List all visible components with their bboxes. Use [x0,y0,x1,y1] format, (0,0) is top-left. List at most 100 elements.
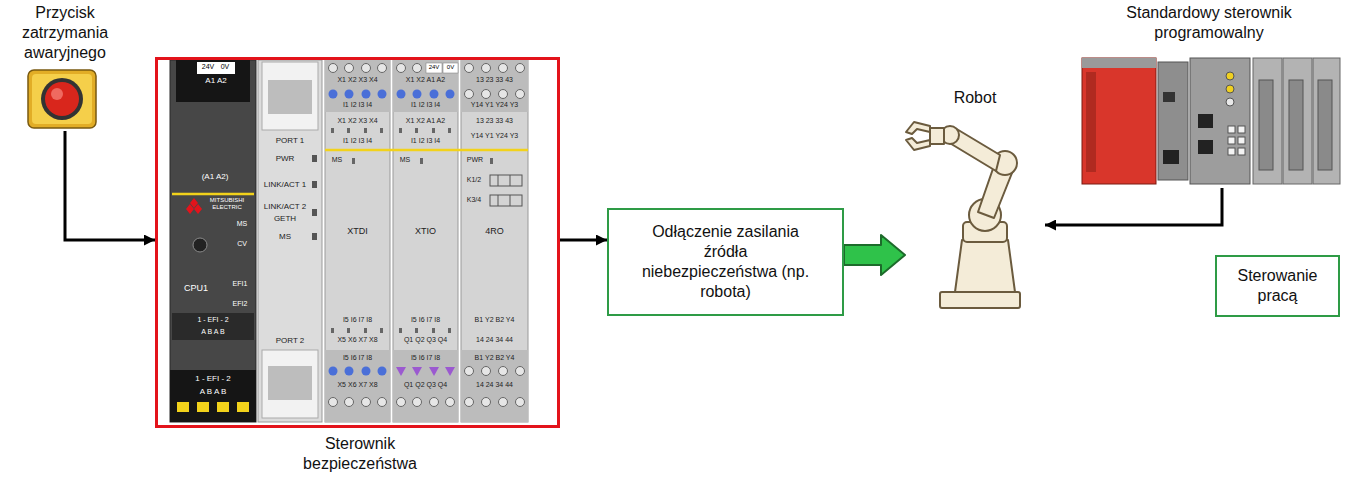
io-module-xtio-part [415,128,418,133]
io-module-xtio-part [399,328,402,333]
cpu-module [170,60,256,422]
device-label: I1 I2 I3 I4 [393,101,458,109]
device-label: PORT 1 [260,136,320,145]
io-module-xtio-part [432,128,435,133]
io-module-xtdi-part [362,367,371,376]
io-module-xtio-part [448,128,451,133]
emergency-stop-icon-part [45,82,79,116]
cpu-module-part [176,60,250,102]
connector-arrow [65,131,155,240]
io-module-xtio-part [446,398,455,407]
device-label: CV [230,240,254,248]
device-label: A1 A2 [196,76,236,85]
device-label: Y14 Y1 Y24 Y3 [461,132,528,140]
device-label: 14 24 34 44 [461,336,528,344]
plc-illustration-part [1158,62,1188,180]
io-module-xtdi-part [345,367,354,376]
device-label: LINK/ACT 1 [260,180,310,189]
device-label: 1 - EFI - 2 [174,374,252,383]
device-label: X5 X6 X7 X8 [325,381,390,389]
device-label: 0V [217,63,233,71]
io-module-xtdi-part [331,128,334,133]
device-label: MS [395,156,415,164]
io-module-xtio-part [397,398,406,407]
relay-module-4ro-part [461,350,528,422]
device-label: B1 Y2 B2 Y4 [461,354,528,362]
relay-module-4ro-part [516,64,525,73]
gateway-module-part [312,233,317,240]
io-module-xtio-part [393,60,458,422]
device-label: 24V [426,64,442,71]
relay-module-4ro-part [499,398,508,407]
io-module-xtdi-part [364,128,367,133]
device-label: CPU1 [174,283,218,293]
node-text: Sterowanie pracą [1231,266,1324,306]
io-module-xtdi-part [329,398,338,407]
emergency-stop-icon-part [32,74,92,124]
device-label: XTDI [325,226,390,236]
relay-module-4ro-part [499,90,508,99]
relay-module-4ro-part [465,64,474,73]
device-label: PORT 2 [260,336,320,345]
io-module-xtdi-part [347,128,350,133]
node-text: Robot [905,88,1045,108]
plc-illustration-part [1163,150,1179,164]
io-module-xtdi-part [362,398,371,407]
device-label: I1 I2 I3 I4 [325,137,390,145]
plc-illustration-part [1226,85,1234,93]
device-label: MS [327,156,347,164]
io-module-xtio-part [393,60,458,112]
plc-illustration-part [1238,137,1245,144]
plc-illustration-part [1086,72,1096,172]
plc-illustration-part [1198,114,1213,128]
device-label: 13 23 33 43 [461,76,528,84]
robot-illustration [906,122,1020,308]
robot-illustration-part [955,240,1015,292]
emergency-stop-icon-part [51,88,63,100]
robot: Robot [905,88,1045,313]
device-label: K1/2 [463,176,485,184]
relay-module-4ro-part [498,175,499,186]
plc-illustration [1082,58,1340,184]
cpu-module-part [237,402,249,412]
device-label: PWR [260,154,310,163]
device-label: I5 I6 I7 I8 [325,354,390,362]
gateway-module [258,60,322,422]
io-module-xtdi-part [378,367,387,376]
connector-arrow [560,239,607,242]
plc-illustration-part [1226,72,1234,80]
device-label: I5 I6 I7 I8 [393,354,458,362]
io-module-xtio-part [443,63,458,73]
cpu-module-part [177,402,189,412]
relay-module-4ro-part [465,398,474,407]
io-module-xtio-part [413,90,422,99]
io-module-xtdi-part [378,398,387,407]
io-module-xtio-part [429,367,439,376]
device-label: Q1 Q2 Q3 Q4 [393,336,458,344]
device-label: Y14 Y1 Y24 Y3 [461,101,528,109]
plc: Standardowy sterownik programowalny [1078,3,1340,188]
relay-module-4ro-part [516,367,525,376]
device-label: EFI1 [226,280,254,288]
plc-illustration-part [1318,80,1332,170]
robot-illustration-part [940,292,1020,308]
emergency-stop-icon [28,70,96,128]
device-label: B1 Y2 B2 Y4 [461,316,528,324]
io-module-xtio-part [445,367,455,376]
action-box: Sterowanie pracą [1215,255,1340,317]
io-module-xtdi-part [380,328,383,333]
io-module-xtio-part [446,90,455,99]
gateway-module-part [258,60,322,422]
device-label: MS [260,232,310,241]
cpu-module-part [194,204,202,214]
relay-module-4ro-part [465,367,474,376]
robot-illustration-part [906,138,930,150]
plc-illustration-part [1198,140,1213,154]
device-label: K3/4 [463,196,485,204]
connector-arrow [1045,188,1222,225]
device-label: GETH [260,214,310,223]
plc-illustration-part [1228,126,1235,133]
io-module-xtio [393,60,458,422]
io-module-xtio-part [396,367,406,376]
